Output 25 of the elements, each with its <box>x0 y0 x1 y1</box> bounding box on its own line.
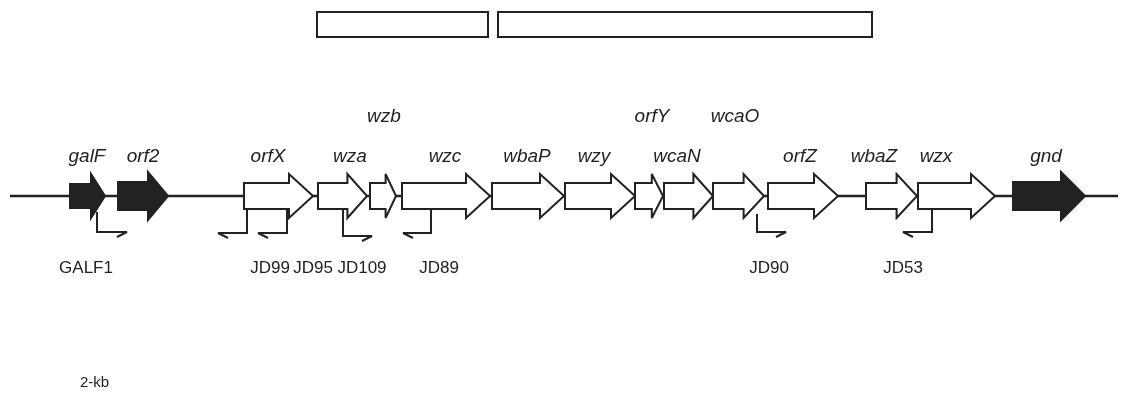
gene-label: wcaO <box>710 105 760 125</box>
primer-label: JD95 <box>293 258 333 276</box>
primer-label: GALF1 <box>59 258 113 276</box>
gene-label: galF <box>68 145 106 165</box>
gene-label: wcaN <box>653 145 701 165</box>
gene-label: wzb <box>367 105 401 125</box>
gene-label: orfZ <box>783 145 817 165</box>
primer-label: JD90 <box>749 258 789 276</box>
region-bar <box>316 11 489 38</box>
gene-label: wza <box>333 145 367 165</box>
gene-label: wbaZ <box>850 145 898 165</box>
gene-label: wzx <box>919 145 953 165</box>
gene-label: gnd <box>1030 145 1062 165</box>
gene-label: wzy <box>577 145 611 165</box>
primer-label: JD99 <box>250 258 290 276</box>
region-bar <box>497 11 873 38</box>
gene-label: orfX <box>250 145 286 165</box>
scale-label: 2-kb <box>80 373 110 389</box>
gene-label: wzc <box>428 145 462 165</box>
primer-label: JD53 <box>883 258 923 276</box>
gene-label: orf2 <box>126 145 160 165</box>
gene-label: wbaP <box>503 145 551 165</box>
primer-label: JD109 <box>337 258 387 276</box>
primer-label: JD89 <box>419 258 459 276</box>
gene-label: orfY <box>634 105 670 125</box>
